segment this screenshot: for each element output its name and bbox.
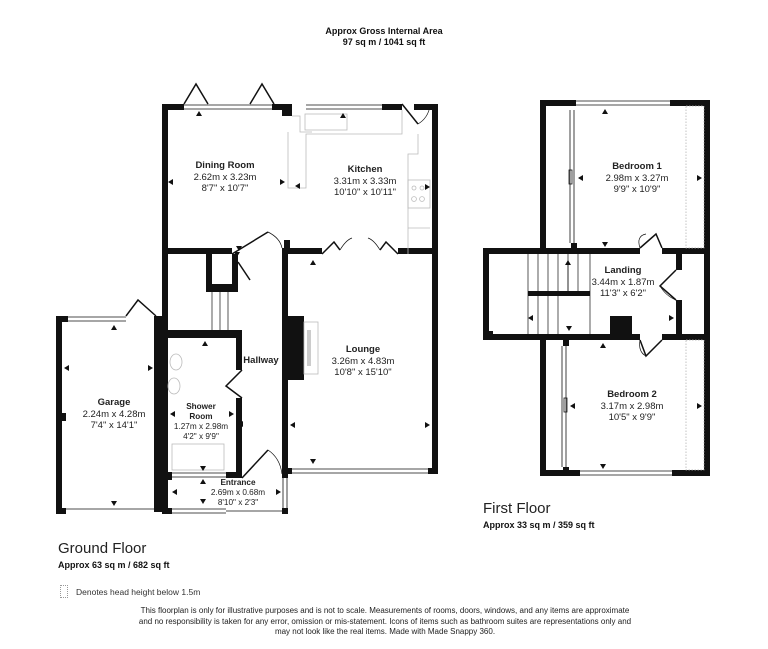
room-shower-room: Shower Room 1.27m x 2.98m 4'2" x 9'9" <box>168 402 234 442</box>
first-floor-title: First Floor <box>483 500 551 517</box>
room-metric: 2.62m x 3.23m <box>193 171 257 183</box>
room-name: Hallway <box>243 355 279 366</box>
room-kitchen: Kitchen 3.31m x 3.33m 10'10" x 10'11" <box>320 164 410 199</box>
room-metric: 2.24m x 4.28m <box>82 408 146 420</box>
room-imperial: 11'3" x 6'2" <box>599 288 647 299</box>
first-floor-plan <box>483 100 710 476</box>
first-floor-caption: First Floor Approx 33 sq m / 359 sq ft <box>483 500 595 530</box>
ground-floor-title: Ground Floor <box>58 540 147 557</box>
room-entrance: Entrance 2.69m x 0.68m 8'10" x 2'3" <box>196 478 280 508</box>
room-name: Dining Room <box>195 160 255 171</box>
room-name: Garage <box>97 397 131 408</box>
room-dining-room: Dining Room 2.62m x 3.23m 8'7" x 10'7" <box>185 160 265 195</box>
room-imperial: 8'7" x 10'7" <box>201 183 249 194</box>
room-name: Entrance <box>220 478 256 487</box>
legend: Denotes head height below 1.5m <box>60 585 200 598</box>
room-bedroom-2: Bedroom 2 3.17m x 2.98m 10'5" x 9'9" <box>590 389 674 424</box>
room-name-line1: Shower <box>186 402 216 411</box>
room-imperial: 9'9" x 10'9" <box>613 184 661 195</box>
ground-floor-plan <box>56 82 438 514</box>
room-bedroom-1: Bedroom 1 2.98m x 3.27m 9'9" x 10'9" <box>595 161 679 196</box>
room-name: Landing <box>604 265 642 276</box>
disclaimer-line-1: This floorplan is only for illustrative … <box>140 606 630 615</box>
room-lounge: Lounge 3.26m x 4.83m 10'8" x 15'10" <box>318 344 408 379</box>
ground-floor-caption: Ground Floor Approx 63 sq m / 682 sq ft <box>58 540 170 570</box>
room-landing: Landing 3.44m x 1.87m 11'3" x 6'2" <box>588 265 658 300</box>
room-metric: 3.44m x 1.87m <box>591 276 655 288</box>
gross-area-value: 97 sq m / 1041 sq ft <box>342 37 426 47</box>
room-imperial: 10'10" x 10'11" <box>334 187 396 198</box>
disclaimer: This floorplan is only for illustrative … <box>120 606 650 638</box>
room-metric: 3.26m x 4.83m <box>331 355 395 367</box>
room-imperial: 8'10" x 2'3" <box>217 498 259 507</box>
first-floor-area: Approx 33 sq m / 359 sq ft <box>483 520 595 530</box>
disclaimer-line-2: and no responsibility is taken for any e… <box>138 616 632 626</box>
room-metric: 3.31m x 3.33m <box>333 175 397 187</box>
room-imperial: 10'8" x 15'10" <box>334 367 392 378</box>
room-imperial: 10'5" x 9'9" <box>608 412 656 423</box>
room-name-line2: Room <box>189 412 213 421</box>
room-metric: 2.98m x 3.27m <box>605 172 669 184</box>
room-name: Bedroom 2 <box>607 389 657 400</box>
room-hallway: Hallway <box>240 355 282 367</box>
disclaimer-line-3: may not look like the real items. Made w… <box>274 627 496 636</box>
room-name: Lounge <box>345 344 381 355</box>
room-metric: 3.17m x 2.98m <box>600 400 664 412</box>
room-imperial: 7'4" x 14'1" <box>90 420 138 431</box>
room-metric: 2.69m x 0.68m <box>210 488 266 497</box>
room-garage: Garage 2.24m x 4.28m 7'4" x 14'1" <box>72 397 156 432</box>
legend-text: Denotes head height below 1.5m <box>76 586 201 597</box>
room-name: Kitchen <box>347 164 383 175</box>
room-metric: 1.27m x 2.98m <box>173 422 229 431</box>
room-imperial: 4'2" x 9'9" <box>183 432 219 441</box>
gross-area-title: Approx Gross Internal Area <box>325 26 443 36</box>
room-name: Bedroom 1 <box>612 161 662 172</box>
gross-area-header: Approx Gross Internal Area 97 sq m / 104… <box>0 26 768 48</box>
ground-floor-area: Approx 63 sq m / 682 sq ft <box>58 560 170 570</box>
head-height-legend-icon <box>60 585 68 598</box>
